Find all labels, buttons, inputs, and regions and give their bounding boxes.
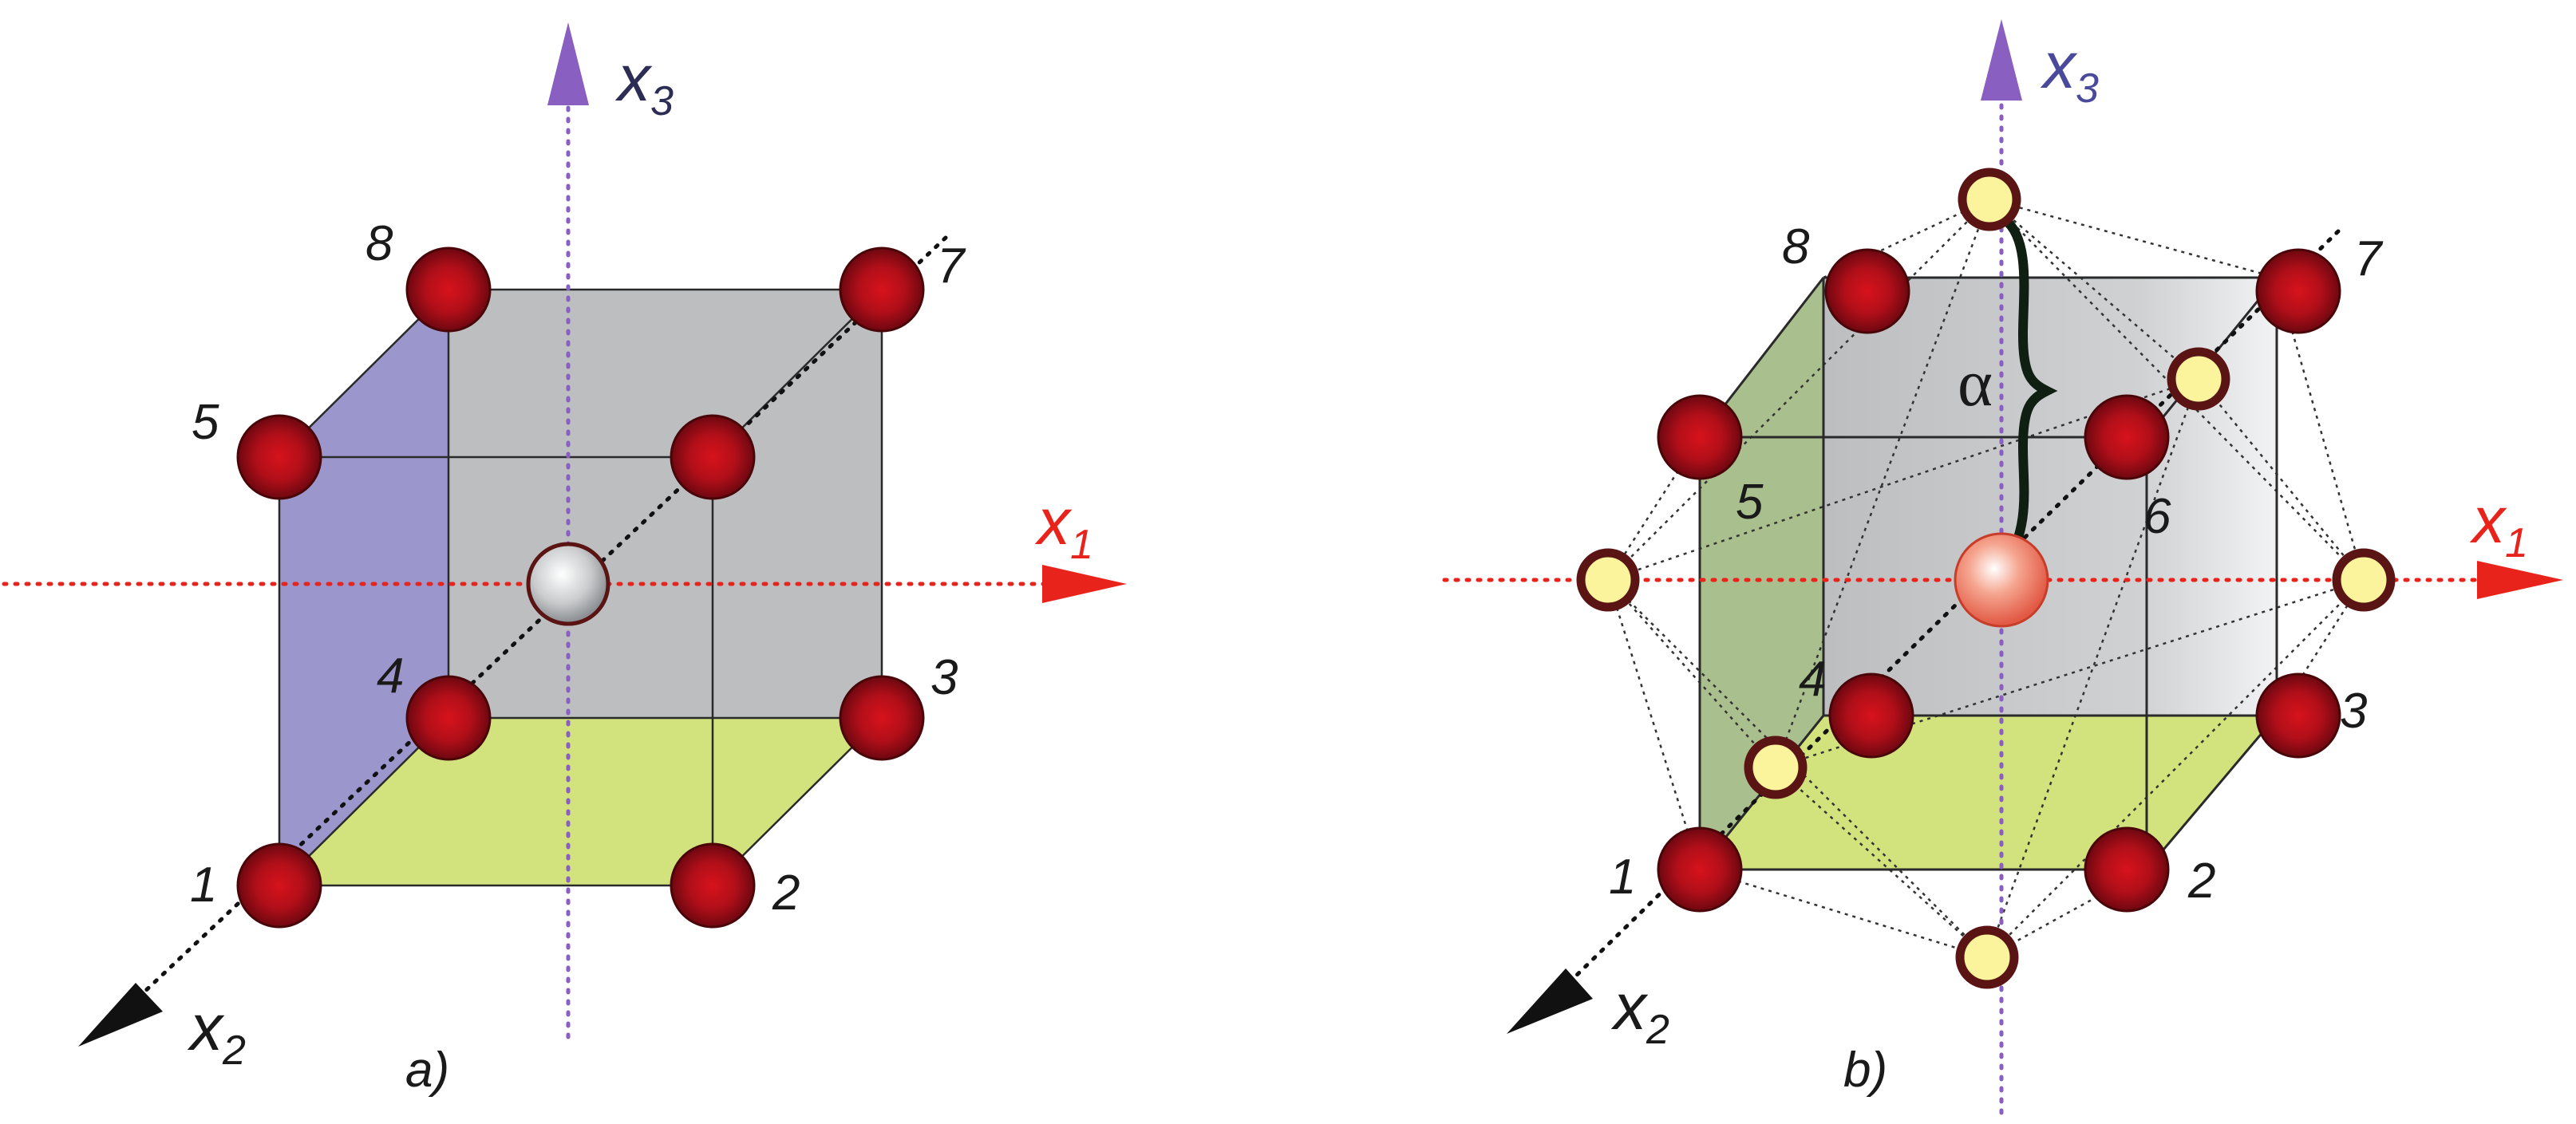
x2-axis-label-a: x2 bbox=[187, 992, 246, 1074]
atom-b-2 bbox=[2084, 826, 2170, 913]
atom-b-8 bbox=[1824, 248, 1910, 334]
atom-b-6 bbox=[2084, 394, 2170, 480]
cube-a-front-edges bbox=[278, 288, 883, 887]
vertex-label-a-5: 5 bbox=[192, 395, 219, 450]
vertex-label-b-5: 5 bbox=[1736, 475, 1764, 530]
corner-atoms-b bbox=[1657, 248, 2341, 913]
vertex-label-a-4: 4 bbox=[377, 649, 404, 704]
center-atom-a bbox=[526, 542, 610, 626]
vertex-label-a-7: 7 bbox=[937, 239, 966, 294]
atom-b-4 bbox=[1828, 672, 1914, 759]
x1-axis-label-b: x1 bbox=[2469, 484, 2528, 566]
x3-arrowhead-b bbox=[1981, 19, 2022, 101]
vertex-label-b-7: 7 bbox=[2354, 231, 2384, 286]
face-atoms-b bbox=[1576, 168, 2396, 989]
vertex-label-b-6: 6 bbox=[2143, 489, 2171, 544]
alpha-label: α bbox=[1958, 346, 1993, 420]
atom-b-3 bbox=[2255, 672, 2341, 759]
x3-arrowhead-a bbox=[547, 22, 589, 105]
corner-atoms-a bbox=[236, 246, 925, 929]
vertex-label-a-3: 3 bbox=[930, 650, 958, 705]
vertex-label-b-1: 1 bbox=[1609, 850, 1636, 905]
x2-arrowhead-b bbox=[1507, 968, 1593, 1034]
atom-b-1 bbox=[1657, 826, 1743, 913]
x3-axis-label-a: x3 bbox=[614, 42, 674, 124]
cube-a-bottom-face bbox=[279, 718, 882, 885]
cube-a-left-face bbox=[279, 290, 448, 885]
atom-b-5 bbox=[1657, 394, 1743, 480]
atom-a-6 bbox=[670, 414, 756, 500]
yellow-atom-bottom bbox=[1955, 925, 2019, 989]
vertex-label-a-8: 8 bbox=[365, 216, 393, 271]
alpha-brace bbox=[2000, 215, 2058, 571]
atom-b-7 bbox=[2255, 248, 2341, 334]
panel-a: 1 2 3 4 5 8 7 x3 x1 x2 a) bbox=[2, 22, 1127, 1098]
x2-axis-label-b: x2 bbox=[1610, 971, 1669, 1053]
atom-a-8 bbox=[405, 246, 492, 333]
yellow-atom-right bbox=[2332, 548, 2396, 612]
atom-a-2 bbox=[670, 842, 756, 929]
cube-b-back-face bbox=[1823, 278, 2277, 716]
x1-arrowhead-b bbox=[2477, 561, 2563, 599]
yellow-atom-back bbox=[2167, 347, 2230, 411]
atom-a-4 bbox=[405, 675, 492, 761]
octahedron-edges-b bbox=[1606, 198, 2365, 959]
vertex-label-a-2: 2 bbox=[772, 866, 800, 921]
x3-axis-label-b: x3 bbox=[2040, 30, 2099, 112]
vertex-label-b-3: 3 bbox=[2340, 684, 2367, 739]
vertex-label-b-4: 4 bbox=[1799, 652, 1826, 707]
panel-b: α 1 2 3 4 5 bbox=[1442, 19, 2563, 1115]
atom-a-1 bbox=[236, 842, 322, 929]
x2-arrowhead-a bbox=[78, 983, 163, 1047]
x1-arrowhead-a bbox=[1042, 565, 1127, 603]
vertex-label-b-8: 8 bbox=[1782, 219, 1810, 274]
atom-a-3 bbox=[839, 675, 925, 761]
vertex-label-a-1: 1 bbox=[190, 858, 217, 913]
yellow-atom-left bbox=[1576, 548, 1640, 612]
center-atom-b bbox=[1954, 532, 2049, 628]
atom-a-7 bbox=[839, 246, 925, 333]
yellow-atom-front bbox=[1744, 736, 1808, 799]
panel-b-caption: b) bbox=[1843, 1043, 1887, 1098]
x1-axis-label-a: x1 bbox=[1034, 486, 1093, 568]
yellow-atom-top bbox=[1958, 168, 2021, 231]
vertex-label-b-2: 2 bbox=[2187, 854, 2215, 909]
atom-a-5 bbox=[236, 414, 322, 500]
panel-a-caption: a) bbox=[405, 1043, 449, 1098]
